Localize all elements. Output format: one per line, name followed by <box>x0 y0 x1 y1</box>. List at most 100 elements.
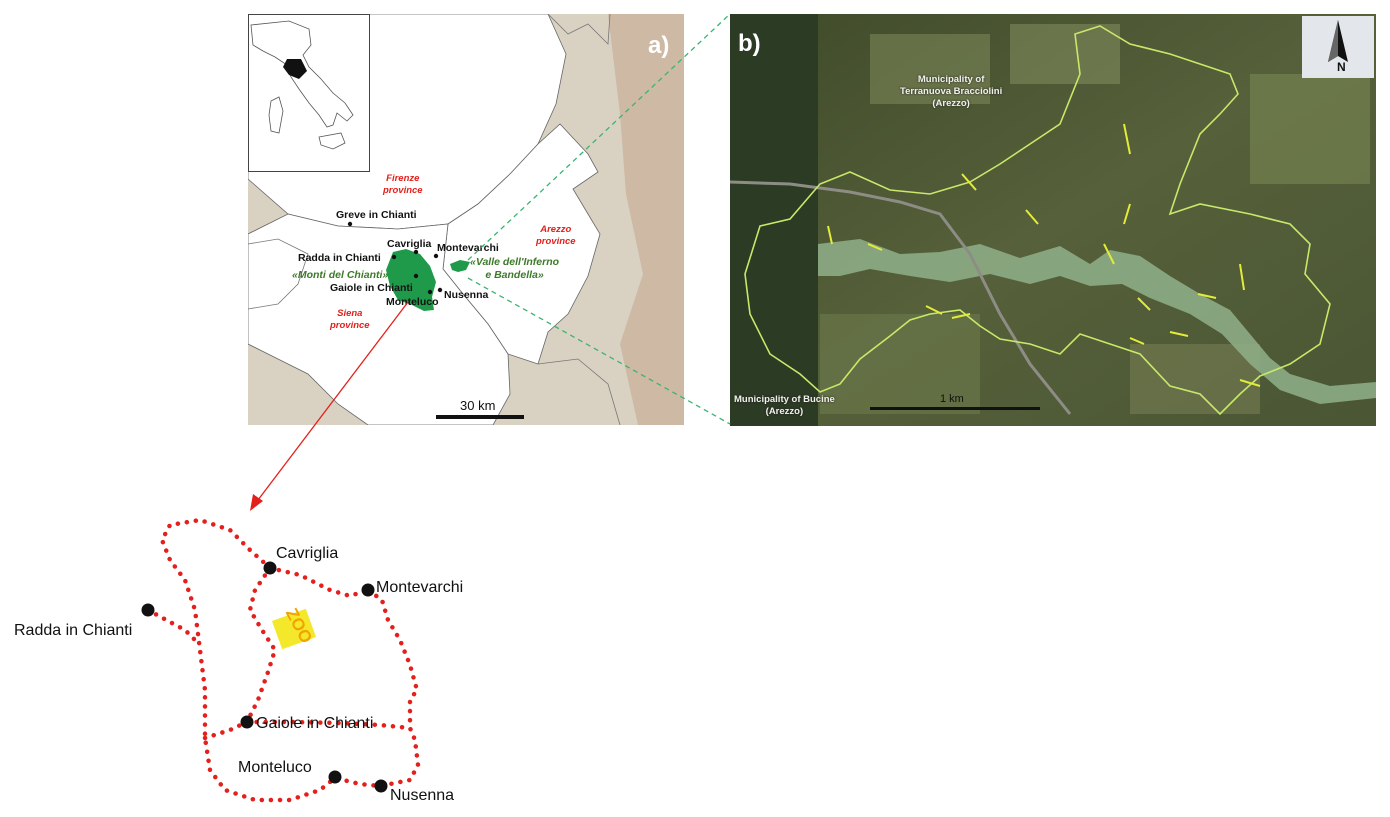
boundary-west <box>248 238 309 310</box>
field-patch-5 <box>1130 344 1260 414</box>
label-gaiole-c: Gaiole in Chianti <box>256 715 374 732</box>
label-municipality-bucine: Municipality of Bucine (Arezzo) <box>734 394 835 418</box>
boundary-southeast <box>537 358 621 425</box>
firenze-line1: Firenze <box>386 173 420 184</box>
label-montevarchi-c: Montevarchi <box>376 579 464 596</box>
firenze-line2: province <box>383 185 423 196</box>
zoo-marker <box>271 608 317 650</box>
red-arrow-head <box>250 494 263 511</box>
transect-10 <box>1137 297 1151 311</box>
panel-letter-a: a) <box>648 32 670 59</box>
dot-cavriglia-c <box>263 561 277 575</box>
study-area-boundary <box>744 25 1331 416</box>
dot-nusenna-c <box>374 779 388 793</box>
label-monteluco-a: Monteluco <box>386 296 439 308</box>
label-monteluco-c: Monteluco <box>238 759 312 776</box>
dot-montevarchi <box>433 253 439 259</box>
transect-9 <box>951 313 971 319</box>
label-cavriglia-a: Cavriglia <box>387 238 432 250</box>
transect-11 <box>1169 331 1189 337</box>
route-cav-mont <box>267 565 371 599</box>
route-radda-spur <box>145 607 198 643</box>
label-radda-c: Radda in Chianti <box>14 622 133 639</box>
route-inner <box>244 565 278 725</box>
label-firenze-province: Firenze province <box>383 173 423 197</box>
transect-15 <box>1239 379 1261 387</box>
terranuova-line3: (Arezzo) <box>932 98 970 109</box>
valle-inferno-area <box>450 260 470 272</box>
transect-2 <box>867 243 883 251</box>
boundary-north <box>547 14 611 45</box>
bucine-line1: Municipality of Bucine <box>734 394 835 405</box>
north-arrow: N <box>1302 16 1374 78</box>
dot-gaiole <box>413 273 419 279</box>
dot-gaiole-c <box>240 715 254 729</box>
outer-region-east <box>608 14 684 425</box>
dot-nusenna <box>437 287 443 293</box>
transect-1 <box>827 225 833 245</box>
dot-montevarchi-c <box>361 583 375 597</box>
label-municipality-terranuova: Municipality of Terranuova Bracciolini (… <box>900 74 1002 110</box>
scale-bar-a <box>436 415 524 419</box>
label-valle-inferno: «Valle dell'Inferno e Bandella» <box>470 256 559 282</box>
transect-5 <box>1123 123 1131 155</box>
scale-label-a: 30 km <box>460 398 496 413</box>
field-patch-3 <box>1250 74 1370 184</box>
highway <box>730 180 1072 415</box>
province-siena <box>248 213 511 425</box>
transect-7 <box>1103 243 1115 265</box>
sicily-outline <box>318 132 346 150</box>
dot-greve <box>347 221 353 227</box>
transect-14 <box>1129 337 1145 345</box>
transect-12 <box>1197 293 1217 299</box>
river <box>818 239 1376 404</box>
siena-line2: province <box>330 320 370 331</box>
transect-4 <box>1025 209 1039 225</box>
dot-monteluco <box>427 289 433 295</box>
north-arrow-icon <box>1328 20 1348 62</box>
bucine-line2: (Arezzo) <box>765 406 804 417</box>
valle-line2: e Bandella» <box>485 269 544 281</box>
scale-bar-b <box>870 407 1040 410</box>
route-outer-loop <box>159 517 421 803</box>
map-panel-b: b) N Municipality of Terranuova Bracciol… <box>730 14 1376 426</box>
label-greve: Greve in Chianti <box>336 209 417 221</box>
label-siena-province: Siena province <box>330 308 370 332</box>
transect-6 <box>1123 203 1131 225</box>
dot-cavriglia <box>413 249 419 255</box>
transects <box>827 123 1261 387</box>
transect-3 <box>961 173 977 191</box>
italy-inset-svg <box>250 20 354 150</box>
scale-label-b: 1 km <box>940 393 964 405</box>
label-cavriglia-c: Cavriglia <box>276 545 339 562</box>
siena-line1: Siena <box>337 308 363 319</box>
italy-outline <box>250 20 354 128</box>
red-arrow-line <box>257 301 409 501</box>
leader-line-top <box>467 13 731 261</box>
arezzo-line2: province <box>536 236 576 247</box>
label-arezzo-province: Arezzo province <box>536 224 576 248</box>
map-panel-a: a) Firenze province Arezzo province Sien… <box>248 14 684 425</box>
arezzo-line1: Arezzo <box>540 224 572 235</box>
label-radda-a: Radda in Chianti <box>298 252 381 264</box>
north-label: N <box>1337 60 1346 74</box>
label-nusenna-c: Nusenna <box>390 787 455 804</box>
monti-del-chianti-area <box>386 249 436 311</box>
label-gaiole-a: Gaiole in Chianti <box>330 282 413 294</box>
transect-13 <box>1239 263 1245 291</box>
field-patch-2 <box>1010 24 1120 84</box>
satellite-svg <box>730 14 1376 426</box>
field-patch-1 <box>870 34 990 104</box>
sardinia-outline <box>268 96 284 134</box>
terranuova-line1: Municipality of <box>917 74 985 85</box>
tuscany-highlight <box>283 59 307 79</box>
label-monti-del-chianti: «Monti del Chianti» <box>292 269 389 281</box>
route-gaiole-link <box>202 719 413 741</box>
panel-letter-b: b) <box>738 30 761 57</box>
transect-8 <box>925 305 943 315</box>
dot-radda <box>391 254 397 260</box>
route-dotted <box>145 517 421 803</box>
valle-line1: «Valle dell'Inferno <box>470 256 560 268</box>
